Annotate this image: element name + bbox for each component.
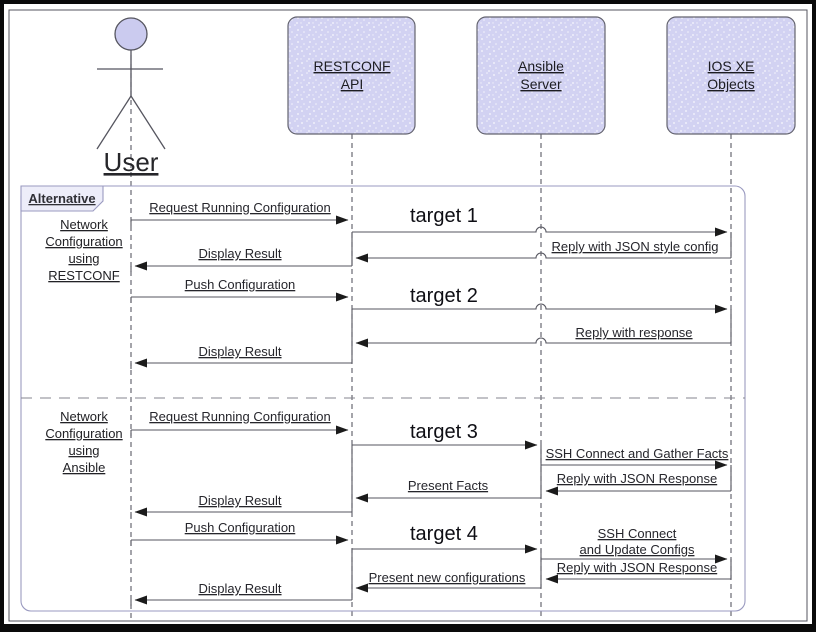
message-label: Request Running Configuration (149, 200, 330, 215)
guard-line: using (68, 443, 99, 458)
participant-ansible-server: Ansible Server (476, 16, 606, 135)
activation-connectors (130, 220, 732, 606)
message-label: Present Facts (408, 478, 489, 493)
message-push-configuration-1: Push Configuration (131, 277, 349, 302)
message-request-running-configuration-2: Request Running Configuration (131, 409, 349, 435)
message-label: SSH Connect and Gather Facts (546, 446, 729, 461)
guard-line: Network (60, 217, 108, 232)
message-display-result-2: Display Result (134, 344, 352, 368)
message-label: Push Configuration (185, 277, 296, 292)
message-arrow (355, 252, 731, 263)
message-target-4: target 4 (352, 523, 538, 554)
participant-label-line1: IOS XE (708, 58, 755, 74)
guard-line: Network (60, 409, 108, 424)
message-label-line2: and Update Configs (580, 542, 695, 557)
guard-line: RESTCONF (48, 268, 120, 283)
message-label: Display Result (198, 581, 281, 596)
participant-box (476, 16, 606, 135)
actor-label: User (104, 147, 159, 177)
participant-label-line1: Ansible (518, 58, 564, 74)
message-reply-with-response: Reply with response (355, 325, 731, 348)
message-label: Request Running Configuration (149, 409, 330, 424)
participant-label-line2: Objects (707, 76, 754, 92)
message-label: Display Result (198, 246, 281, 261)
message-arrow (352, 303, 728, 314)
message-label-line1: SSH Connect (598, 526, 677, 541)
message-reply-with-json-response-1: Reply with JSON Response (545, 471, 731, 496)
message-label: Reply with response (575, 325, 692, 340)
message-present-new-configurations: Present new configurations (355, 570, 541, 593)
guard-line: Configuration (45, 426, 122, 441)
message-ssh-connect-and-gather-facts: SSH Connect and Gather Facts (541, 446, 729, 470)
message-label: Push Configuration (185, 520, 296, 535)
message-target-1: target 1 (352, 205, 728, 237)
message-ssh-connect-and-update-configs: SSH Connect and Update Configs (541, 526, 728, 564)
message-display-result-4: Display Result (134, 581, 352, 605)
message-label: Present new configurations (369, 570, 526, 585)
actor-leg-right (130, 95, 166, 150)
message-label: Reply with JSON style config (552, 239, 719, 254)
messages-section1: Request Running Configuration target 1 R… (131, 200, 731, 368)
message-target-2: target 2 (352, 285, 728, 314)
messages-section2: Request Running Configuration target 3 S… (131, 409, 731, 605)
actor-head (114, 17, 148, 51)
message-target-3: target 3 (352, 421, 538, 450)
message-arrow (355, 337, 731, 348)
message-label: target 3 (410, 421, 478, 443)
actor-user: User (96, 17, 166, 177)
message-display-result-1: Display Result (134, 246, 352, 271)
message-push-configuration-2: Push Configuration (131, 520, 349, 545)
alt-frame: Alternative Network Configuration using … (20, 185, 746, 612)
message-label: target 1 (410, 205, 478, 227)
message-label: target 4 (410, 523, 478, 545)
actor-leg-left (96, 95, 132, 150)
message-label: Reply with JSON Response (557, 471, 717, 486)
bottom-border-band (4, 624, 812, 630)
message-label: target 2 (410, 285, 478, 307)
message-present-facts: Present Facts (355, 478, 541, 503)
message-display-result-3: Display Result (134, 493, 352, 517)
message-label: Display Result (198, 493, 281, 508)
guard-line: Ansible (63, 460, 106, 475)
participant-label-line2: API (341, 76, 364, 92)
participant-box (666, 16, 796, 135)
alt-section1-guard: Network Configuration using RESTCONF (45, 217, 122, 283)
message-request-running-configuration-1: Request Running Configuration (131, 200, 349, 225)
participant-label-line2: Server (520, 76, 562, 92)
message-reply-with-json-response-2: Reply with JSON Response (545, 560, 731, 584)
message-label: Display Result (198, 344, 281, 359)
participant-restconf-api: RESTCONF API (287, 16, 416, 135)
message-arrow (352, 226, 728, 237)
lifelines (130, 55, 732, 620)
guard-line: Configuration (45, 234, 122, 249)
guard-line: using (68, 251, 99, 266)
message-reply-with-json-style-config: Reply with JSON style config (355, 239, 731, 263)
participant-ios-xe-objects: IOS XE Objects (666, 16, 796, 135)
participant-label-line1: RESTCONF (314, 58, 391, 74)
alt-operator-label: Alternative (28, 191, 95, 206)
alt-operator-pentagon (20, 185, 104, 212)
alt-section2-guard: Network Configuration using Ansible (45, 409, 122, 475)
inner-border (8, 9, 808, 622)
message-label: Reply with JSON Response (557, 560, 717, 575)
participant-box (287, 16, 416, 135)
